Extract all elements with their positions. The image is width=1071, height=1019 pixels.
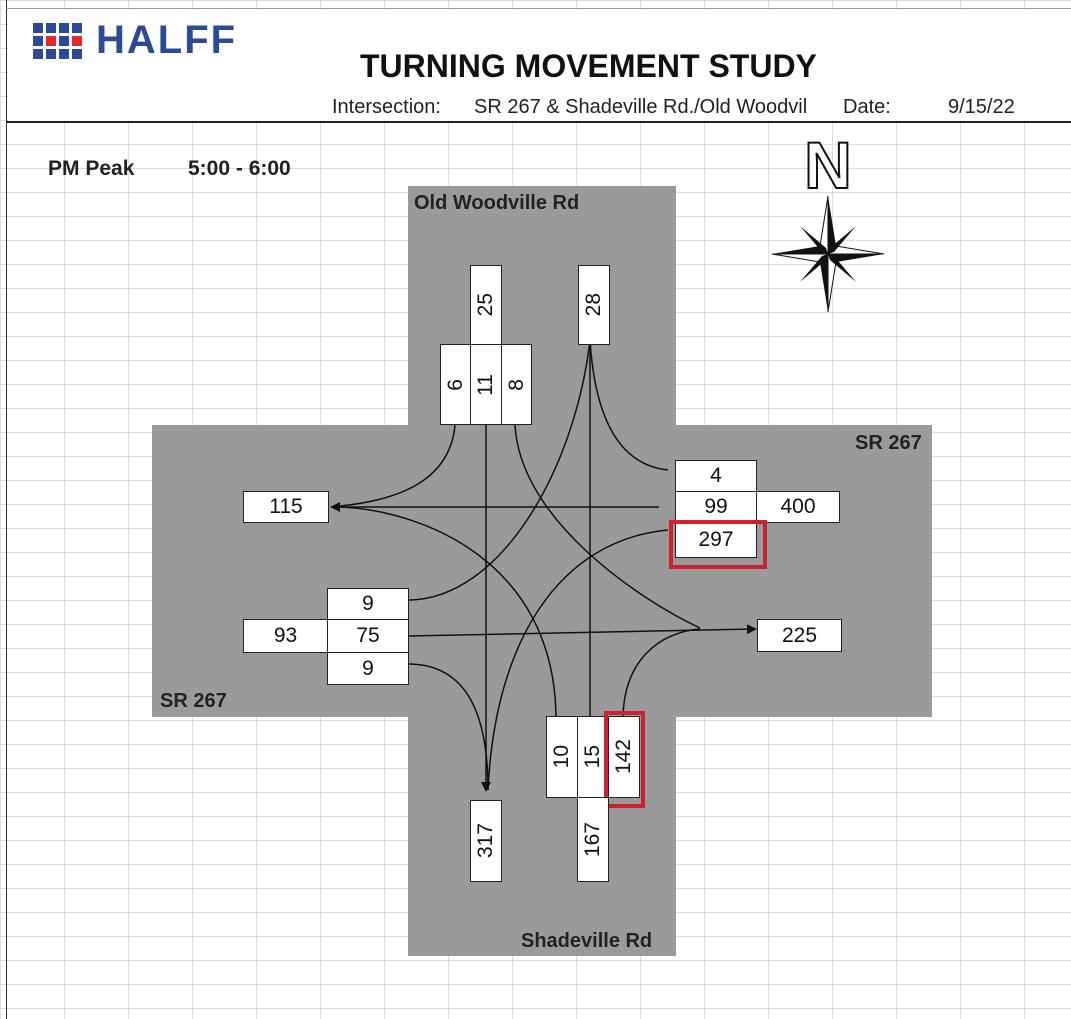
date-value: 9/15/22 xyxy=(948,96,1015,118)
south-through-box: 15 xyxy=(577,716,609,798)
north-right-box: 6 xyxy=(440,344,471,425)
logo-text: HALFF xyxy=(96,18,238,62)
intersection-label: Intersection: xyxy=(332,96,441,118)
header-divider xyxy=(6,121,1071,123)
south-through-value: 15 xyxy=(581,745,604,769)
south-left-curve xyxy=(339,506,557,721)
east-right-box: 4 xyxy=(675,460,757,492)
date-label: Date: xyxy=(843,96,891,118)
east-right-curve xyxy=(589,339,669,471)
west-left-value: 9 xyxy=(362,592,374,615)
logo-mark-icon xyxy=(33,22,82,59)
west-left-box: 9 xyxy=(327,588,409,620)
period-label: PM Peak xyxy=(48,157,135,180)
east-through-box: 99 xyxy=(675,491,757,523)
south-left-value: 10 xyxy=(550,745,573,769)
compass-rose-icon xyxy=(771,195,885,313)
south-right-curve xyxy=(622,628,701,721)
north-through-value: 11 xyxy=(474,373,497,396)
west-right-curve xyxy=(407,663,489,791)
north-right-value: 6 xyxy=(443,378,467,391)
header-band xyxy=(8,10,1071,122)
east-total-out-value: 225 xyxy=(781,623,818,647)
page-title: TURNING MOVEMENT STUDY xyxy=(360,48,817,84)
south-total-out-value: 317 xyxy=(474,823,497,859)
west-right-value: 9 xyxy=(362,656,374,680)
east-left-value: 297 xyxy=(698,528,734,551)
east-left-box: 297 xyxy=(675,522,757,558)
north-arrow-compass: N xyxy=(770,127,890,317)
east-right-value: 4 xyxy=(710,464,722,487)
south-total-in-box: 167 xyxy=(577,797,609,882)
halff-logo: HALFF xyxy=(33,18,237,63)
frame-left-border xyxy=(6,0,7,1019)
intersection-value: SR 267 & Shadeville Rd./Old Woodvil xyxy=(474,96,808,118)
west-total-in-box: 93 xyxy=(243,619,328,653)
east-total-out-box: 225 xyxy=(757,619,842,652)
east-left-highlight xyxy=(669,520,767,569)
frame-top-border xyxy=(6,8,1071,9)
north-through-box: 11 xyxy=(470,344,502,425)
south-total-in-value: 167 xyxy=(581,821,604,858)
west-through-arrow xyxy=(407,624,757,637)
north-total-out-value: 28 xyxy=(582,293,605,317)
period-time: 5:00 - 6:00 xyxy=(188,157,291,180)
east-total-in-box: 400 xyxy=(756,491,840,523)
west-left-curve xyxy=(407,339,591,601)
east-west-road xyxy=(152,425,932,717)
north-right-curve xyxy=(339,424,456,507)
west-through-value: 75 xyxy=(356,624,380,647)
street-label-south: Shadeville Rd xyxy=(521,930,653,952)
street-label-east: SR 267 xyxy=(855,432,922,454)
south-left-box: 10 xyxy=(546,716,578,798)
south-right-box: 142 xyxy=(608,716,640,798)
west-through-box: 75 xyxy=(327,619,409,653)
south-total-out-box: 317 xyxy=(470,800,502,882)
east-total-in-value: 400 xyxy=(780,495,816,518)
west-total-in-value: 93 xyxy=(273,624,298,647)
west-total-out-box: 115 xyxy=(243,491,329,523)
north-total-in-box: 25 xyxy=(470,265,502,345)
street-label-north: Old Woodville Rd xyxy=(414,192,580,214)
west-total-out-value: 115 xyxy=(269,495,303,518)
compass-letter: N xyxy=(804,132,852,202)
north-left-value: 8 xyxy=(504,378,528,391)
north-total-out-box: 28 xyxy=(578,265,610,345)
east-through-value: 99 xyxy=(704,495,728,518)
street-label-west: SR 267 xyxy=(160,690,227,712)
south-right-highlight xyxy=(604,711,645,808)
north-left-curve xyxy=(514,424,701,629)
west-right-box: 9 xyxy=(327,652,409,685)
north-total-in-value: 25 xyxy=(474,293,497,317)
north-left-box: 8 xyxy=(501,344,532,425)
east-left-curve xyxy=(487,529,669,791)
